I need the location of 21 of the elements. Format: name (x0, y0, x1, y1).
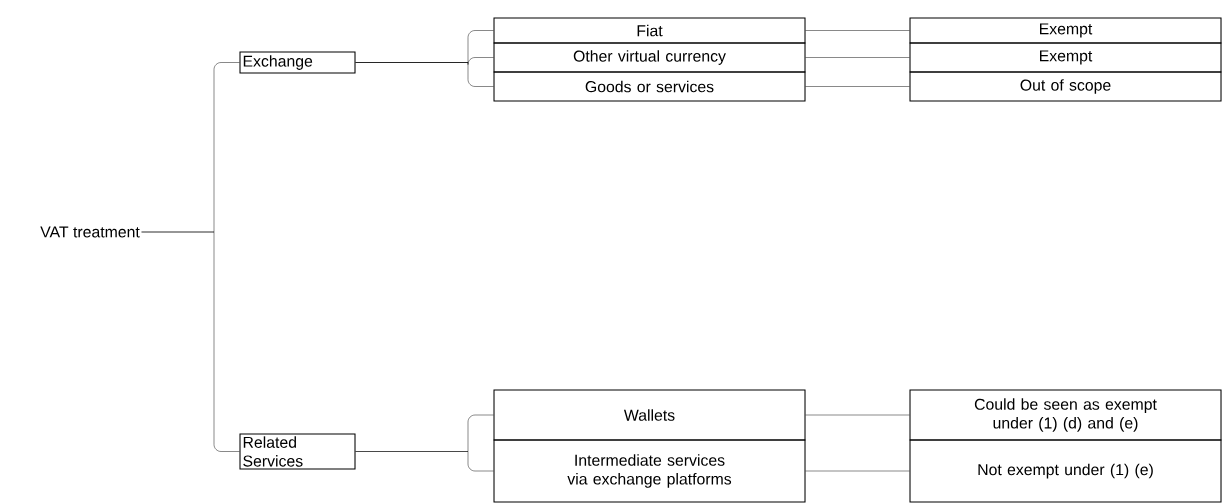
root-label: VAT treatment (40, 226, 140, 238)
brace-connector (355, 62, 494, 87)
item-box: Not exempt under (1) (e) (909, 439, 1222, 503)
connector-line (805, 86, 910, 87)
connector-line (805, 470, 910, 472)
item-box: Intermediate services via exchange platforms (493, 439, 806, 503)
item-box: Fiat (493, 17, 806, 44)
connector-line (805, 414, 910, 416)
brace-connector (355, 451, 494, 472)
category-box: Related Services (239, 433, 356, 470)
item-box: Other virtual currency (493, 42, 806, 73)
item-box: Wallets (493, 389, 806, 441)
brace-connector (141, 231, 240, 452)
connector-line (805, 57, 910, 58)
item-box: Out of scope (909, 71, 1222, 102)
connector-line (805, 30, 910, 31)
item-box: Exempt (909, 17, 1222, 44)
item-box: Could be seen as exempt under (1) (d) and (e) (909, 389, 1222, 441)
item-box: Exempt (909, 42, 1222, 73)
item-box: Goods or services (493, 71, 806, 102)
category-box: Exchange (239, 51, 356, 74)
